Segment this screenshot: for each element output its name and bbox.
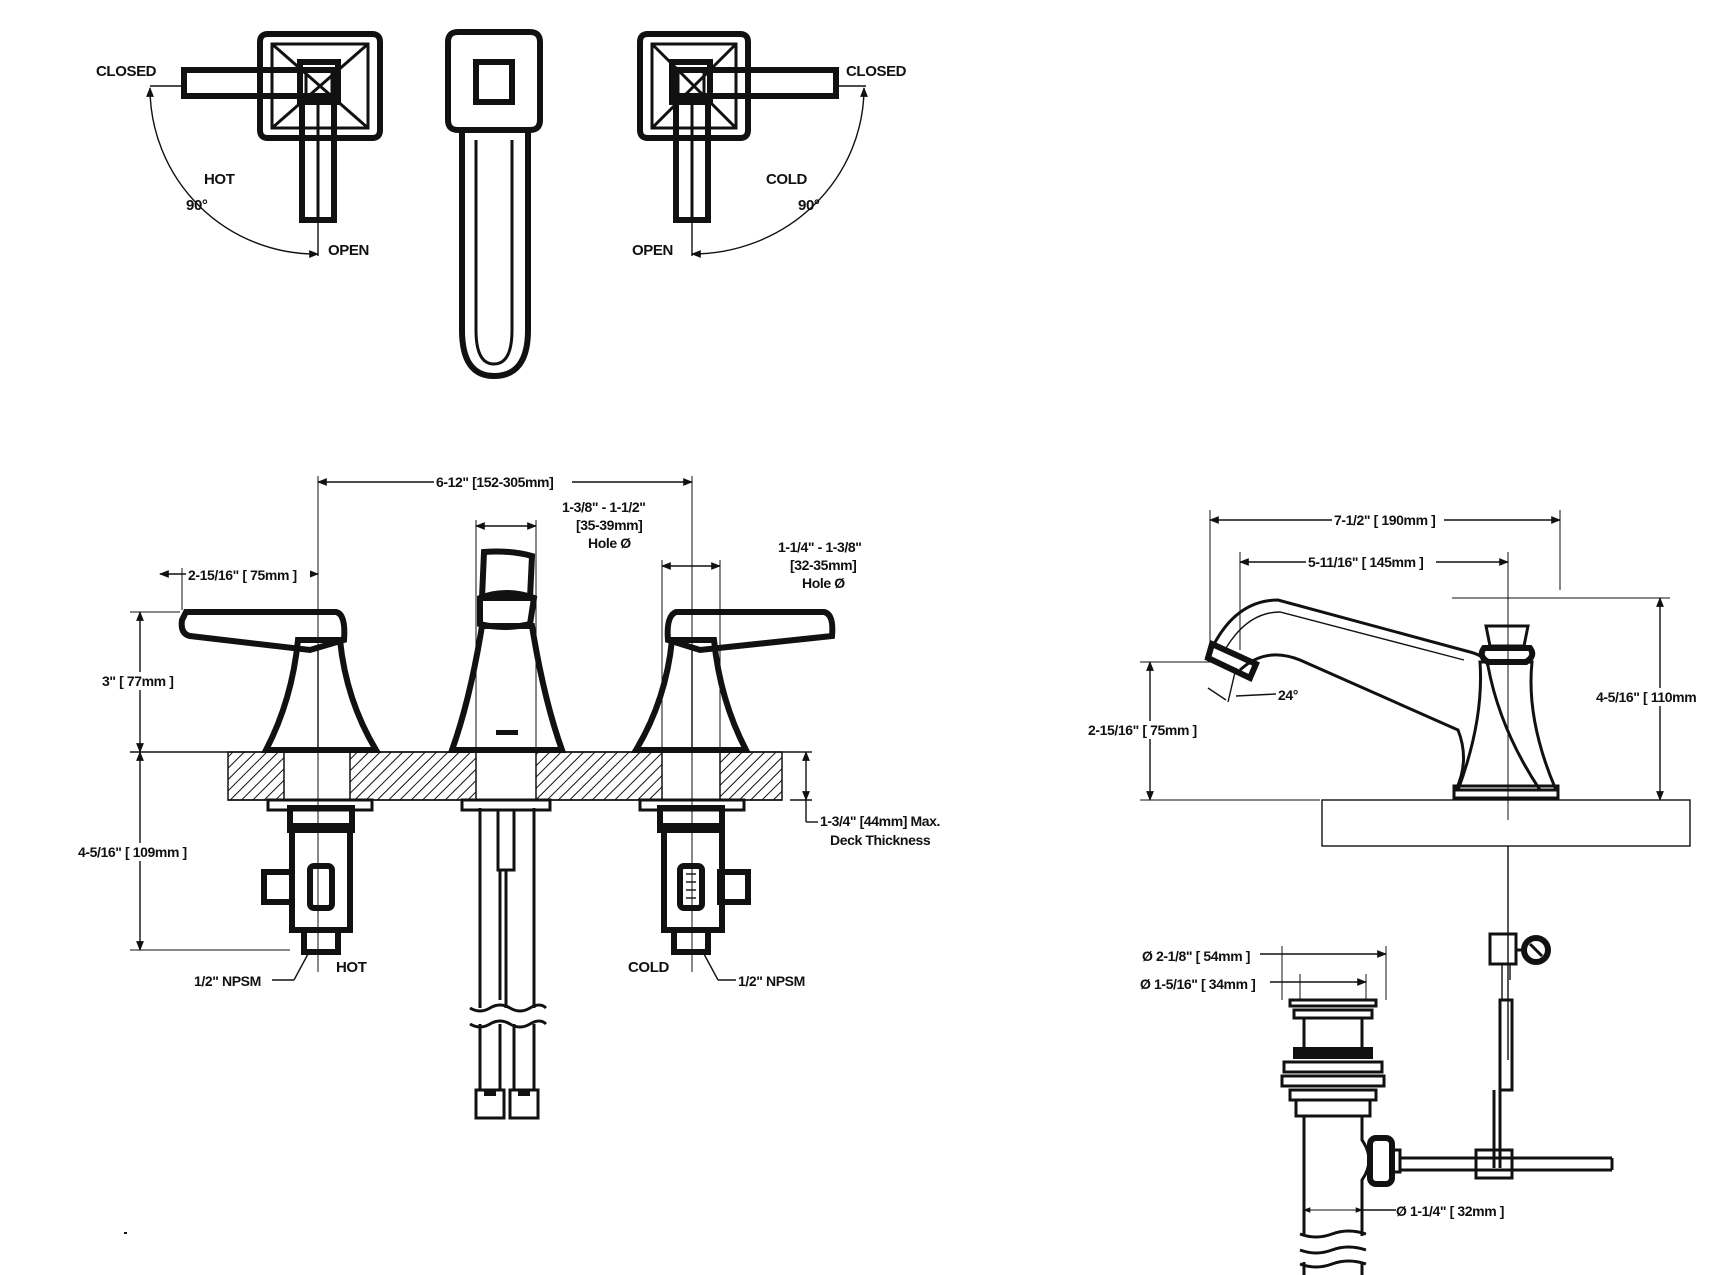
right-handle-front xyxy=(630,609,836,955)
stray-mark xyxy=(124,1232,127,1234)
dim-tailpiece: Ø 1-1/4" [ 32mm ] xyxy=(1396,1203,1504,1219)
label-hot-front: HOT xyxy=(336,959,367,976)
dim-reach: 7-1/2" [ 190mm ] xyxy=(1334,512,1435,528)
label-open-right: OPEN xyxy=(632,242,673,259)
countertop xyxy=(1321,799,1691,847)
right-handle-top xyxy=(637,31,868,258)
dim-angle: 24° xyxy=(1278,687,1298,703)
label-closed-left: CLOSED xyxy=(96,63,157,80)
dim-spout-reach: 5-11/16" [ 145mm ] xyxy=(1308,554,1423,570)
dim-deck-thickness-2: Deck Thickness xyxy=(830,832,931,848)
dim-below-deck: 4-5/16" [ 109mm ] xyxy=(78,844,187,860)
dim-handle-hole-3: Hole Ø xyxy=(802,575,845,591)
label-right-npsm: 1/2" NPSM xyxy=(738,973,805,989)
spout-front xyxy=(447,548,567,1120)
label-angle-right: 90° xyxy=(798,197,820,214)
dim-overall-height: 4-5/16" [ 110mm xyxy=(1596,689,1696,705)
label-cold-front: COLD xyxy=(628,959,669,976)
label-closed-right: CLOSED xyxy=(846,63,907,80)
side-view: 7-1/2" [ 190mm ] 5-11/16" [ 145mm ] 2-15… xyxy=(1086,510,1710,1275)
label-left-npsm: 1/2" NPSM xyxy=(194,973,261,989)
dim-handle-offset: 2-15/16" [ 75mm ] xyxy=(188,567,297,583)
label-hot-top: HOT xyxy=(204,171,235,188)
dim-deck-thickness-1: 1-3/4" [44mm] Max. xyxy=(820,813,940,829)
dim-handle-height: 3" [ 77mm ] xyxy=(102,673,174,689)
dim-spout-hole-1: 1-3/8" - 1-1/2" xyxy=(562,499,646,515)
faucet-side xyxy=(1204,598,1560,800)
dim-spout-hole-3: Hole Ø xyxy=(588,535,631,551)
dim-spout-height: 2-15/16" [ 75mm ] xyxy=(1088,722,1197,738)
dim-center-spread: 6-12" [152-305mm] xyxy=(436,474,553,490)
dim-handle-hole-2: [32-35mm] xyxy=(790,557,856,573)
label-cold-top: COLD xyxy=(766,171,807,188)
popup-rod xyxy=(1488,932,1551,1168)
dim-drain-od: Ø 2-1/8" [ 54mm ] xyxy=(1142,948,1250,964)
dim-spout-hole-2: [35-39mm] xyxy=(576,517,642,533)
left-handle-front xyxy=(178,609,382,955)
left-handle-top xyxy=(146,31,383,259)
spout-top xyxy=(445,29,543,380)
top-view: CLOSED HOT 90° OPEN CLOSED COLD xyxy=(96,29,907,380)
label-open-left: OPEN xyxy=(328,242,369,259)
label-angle-left: 90° xyxy=(186,197,208,214)
dim-handle-hole-1: 1-1/4" - 1-3/8" xyxy=(778,539,862,555)
dim-drain-id: Ø 1-5/16" [ 34mm ] xyxy=(1140,976,1255,992)
front-view: 6-12" [152-305mm] 1-3/8" - 1-1/2" [35-39… xyxy=(76,472,940,1120)
drain-assembly xyxy=(1260,946,1614,1275)
